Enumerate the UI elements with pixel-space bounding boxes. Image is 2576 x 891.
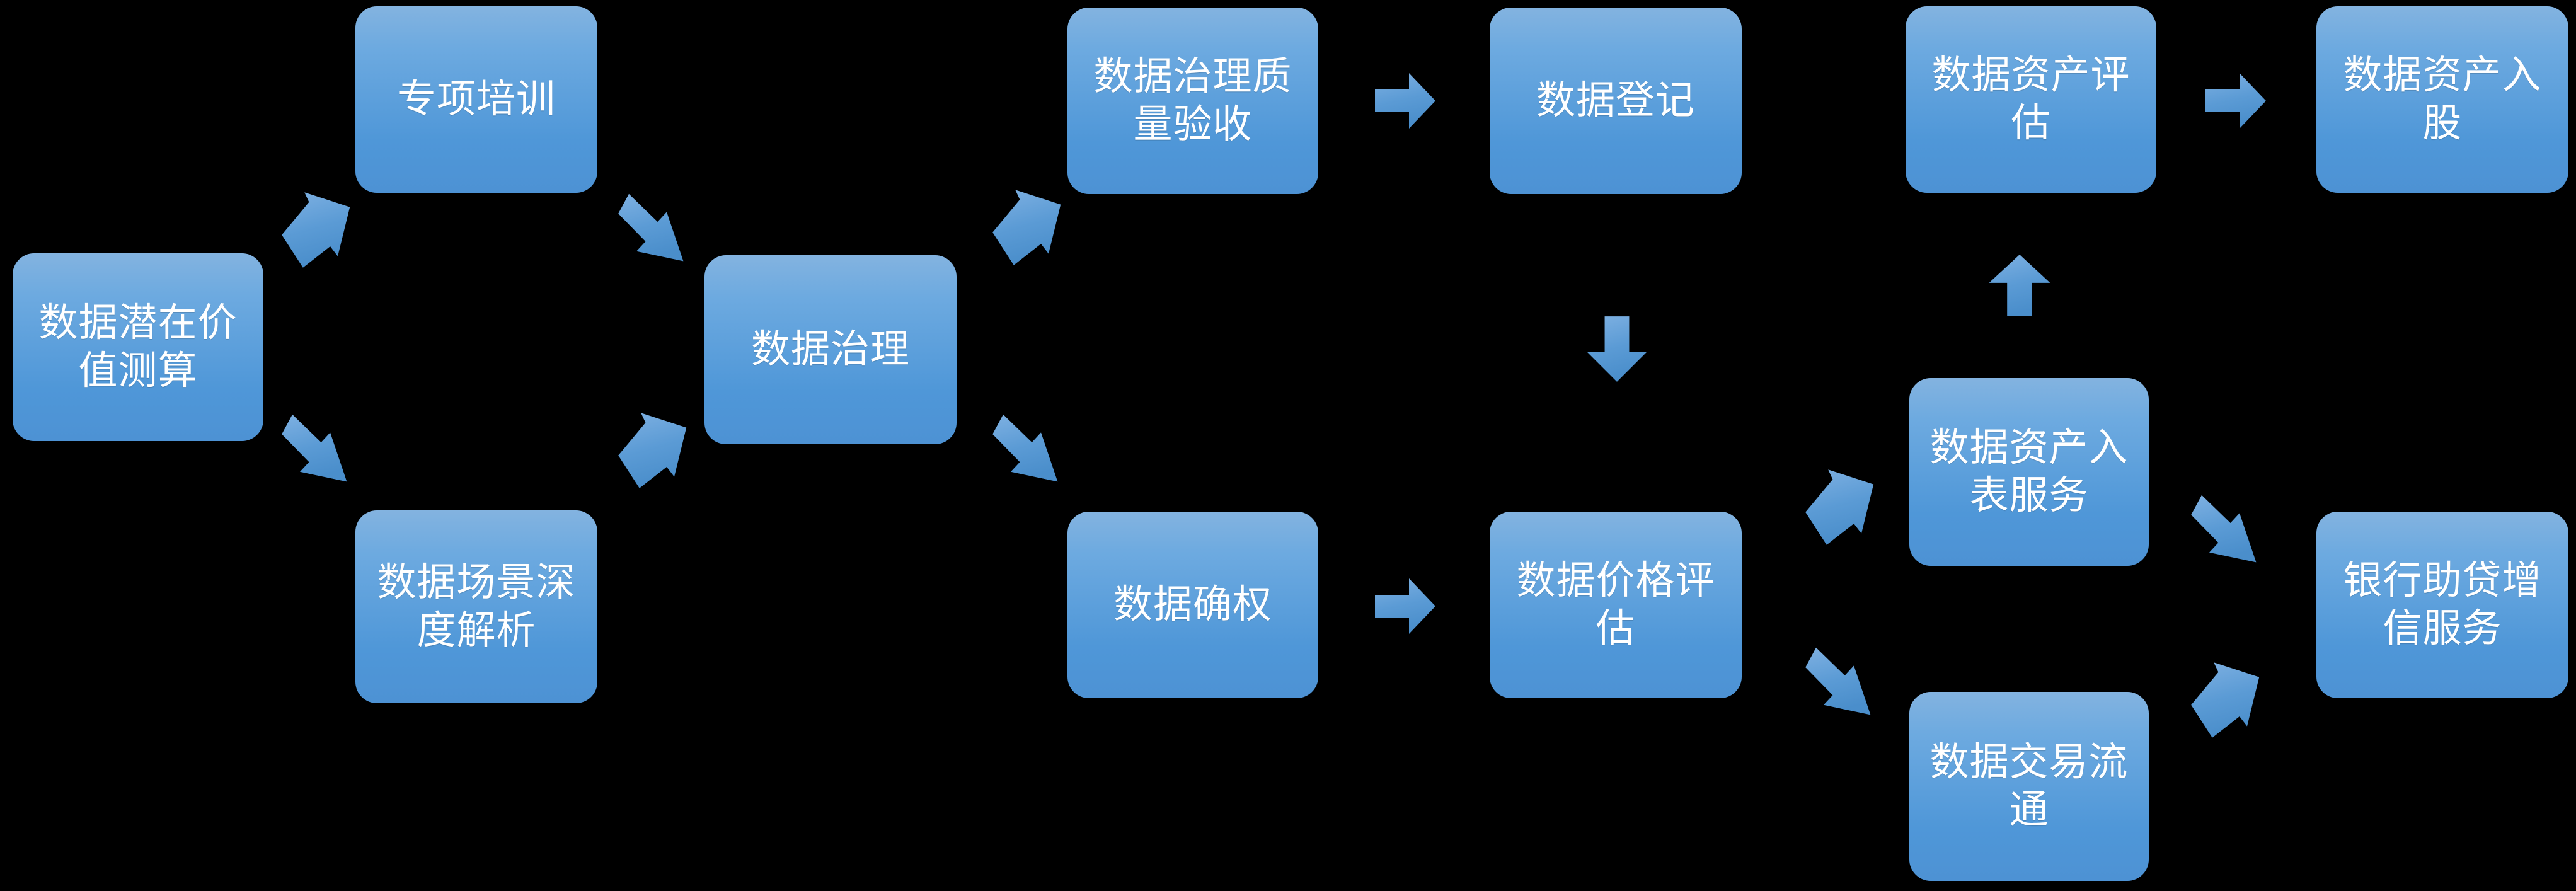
process-node-label: 数据资产入股 [2343, 54, 2542, 145]
process-node-n7[interactable]: 数据资产评估 [1906, 6, 2156, 193]
process-node-n5[interactable]: 数据治理质量验收 [1067, 8, 1318, 194]
arrow-down-icon [1583, 315, 1651, 383]
process-node-label: 数据登记 [1536, 79, 1695, 123]
process-node-n2[interactable]: 专项培训 [355, 6, 597, 193]
process-node-n11[interactable]: 数据资产入表服务 [1909, 378, 2149, 566]
arrow-diagonal-down-right-icon [1801, 643, 1877, 725]
arrow-diagonal-up-right-icon [277, 189, 353, 271]
process-node-n6[interactable]: 数据登记 [1490, 8, 1742, 194]
process-node-n4[interactable]: 数据治理 [704, 255, 957, 444]
arrow-up-icon [1985, 253, 2054, 318]
arrow-right-icon [1374, 575, 1437, 638]
process-node-n3[interactable]: 数据场景深度解析 [355, 510, 597, 703]
arrow-diagonal-down-right-icon [277, 410, 353, 491]
process-node-label: 数据资产评估 [1931, 54, 2130, 145]
arrow-diagonal-down-right-icon [614, 189, 689, 271]
process-node-n13[interactable]: 银行助贷增信服务 [2316, 512, 2568, 698]
arrow-diagonal-down-right-icon [2187, 490, 2262, 572]
process-node-label: 数据确权 [1113, 583, 1272, 627]
arrow-right-icon [2204, 69, 2267, 132]
process-node-label: 数据治理 [750, 328, 910, 372]
process-node-label: 数据场景深度解析 [377, 561, 576, 652]
arrow-diagonal-down-right-icon [988, 410, 1064, 491]
process-node-n12[interactable]: 数据交易流通 [1909, 692, 2149, 881]
process-node-label: 银行助贷增信服务 [2343, 559, 2542, 650]
process-node-label: 数据治理质量验收 [1093, 55, 1292, 146]
arrow-diagonal-up-right-icon [1801, 466, 1877, 548]
process-node-n8[interactable]: 数据资产入股 [2316, 6, 2568, 193]
process-node-n9[interactable]: 数据确权 [1067, 512, 1318, 698]
arrow-right-icon [1374, 69, 1437, 132]
arrow-diagonal-up-right-icon [614, 410, 689, 491]
arrow-diagonal-up-right-icon [988, 187, 1064, 268]
process-node-n10[interactable]: 数据价格评估 [1490, 512, 1742, 698]
process-node-label: 数据潜在价值测算 [38, 301, 238, 393]
process-node-label: 数据资产入表服务 [1929, 426, 2129, 517]
process-node-label: 专项培训 [396, 78, 556, 122]
process-node-label: 数据交易流通 [1929, 740, 2129, 832]
process-node-label: 数据价格评估 [1516, 559, 1715, 650]
arrow-diagonal-up-right-icon [2187, 659, 2262, 741]
process-node-n1[interactable]: 数据潜在价值测算 [13, 253, 263, 441]
